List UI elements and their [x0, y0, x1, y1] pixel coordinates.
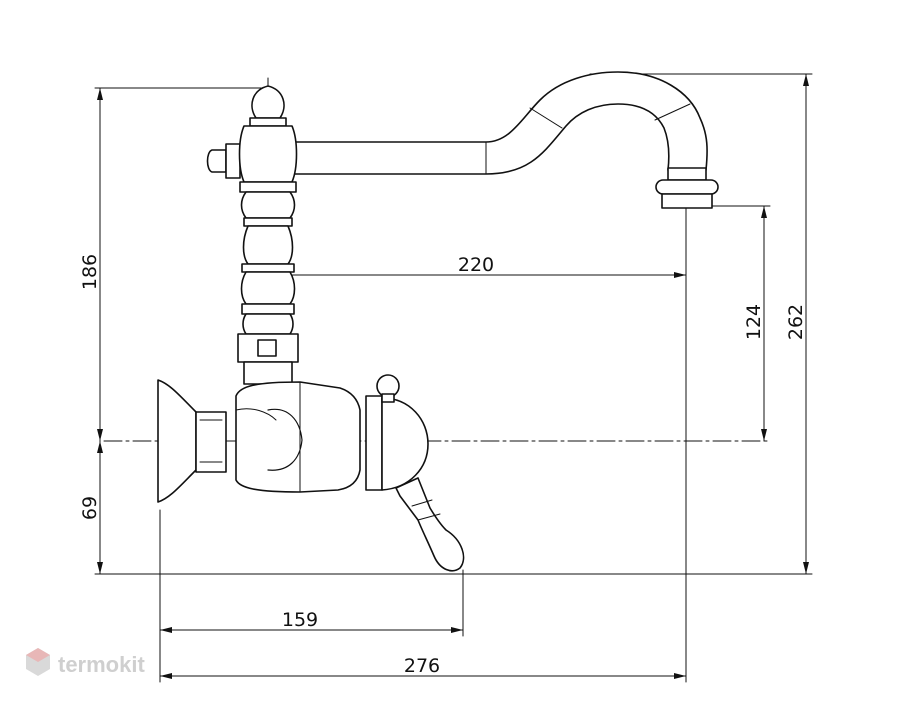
- dimension-label-186: 186: [79, 254, 101, 290]
- dimension-label-276: 276: [404, 655, 440, 677]
- valve-cap: [365, 374, 429, 491]
- spout: [289, 71, 719, 209]
- hexagon-logo-icon: [26, 648, 50, 676]
- dimension-label-159: 159: [282, 609, 318, 631]
- dimension-label-124: 124: [743, 304, 765, 340]
- dimension-label-262: 262: [785, 304, 807, 340]
- termokit-logo: termokit: [26, 648, 145, 677]
- lever-handle: [395, 477, 465, 572]
- dimension-label-220: 220: [458, 254, 494, 276]
- logo-text: termokit: [58, 652, 145, 677]
- main-housing: [235, 381, 361, 493]
- wall-flange: [157, 379, 227, 503]
- dimension-label-69: 69: [79, 496, 101, 520]
- faucet-column: [206, 85, 299, 385]
- dimension-lines: [99, 73, 807, 677]
